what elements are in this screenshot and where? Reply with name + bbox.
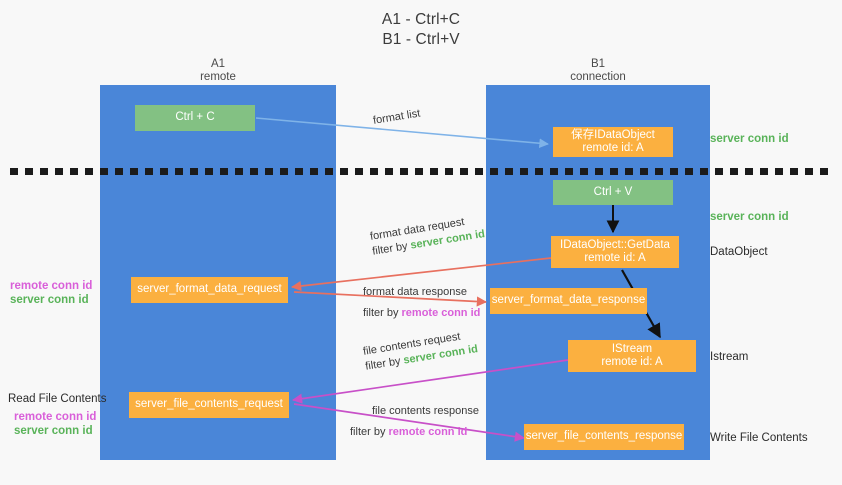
edge-label-format-data-request: format data request filter by server con… — [369, 212, 486, 259]
title-line-1: A1 - Ctrl+C — [381, 11, 461, 28]
edge-label-file-contents-request: file contents request filter by server c… — [362, 327, 479, 374]
column-header-a1: A1 remote — [100, 58, 336, 84]
left-label-server-conn-id-1: server conn id — [10, 294, 89, 306]
node-istream-title: IStream — [611, 342, 653, 355]
edge-label-format-data-response-line1: format data response — [363, 286, 467, 298]
node-server-format-data-request[interactable]: server_format_data_request — [131, 277, 288, 303]
column-a1-name: A1 — [210, 58, 226, 70]
column-a1-sub: remote — [200, 71, 236, 83]
node-server-file-contents-request[interactable]: server_file_contents_request — [129, 392, 289, 418]
column-header-b1: B1 connection — [486, 58, 710, 84]
right-label-dataobject: DataObject — [710, 246, 768, 258]
node-server-file-contents-response[interactable]: server_file_contents_response — [524, 424, 684, 450]
left-label-remote-conn-id-1: remote conn id — [10, 280, 93, 292]
node-save-idataobject[interactable]: 保存IDataObject remote id: A — [553, 127, 673, 157]
right-label-server-conn-id-mid: server conn id — [710, 211, 789, 223]
right-label-write-file-contents: Write File Contents — [710, 432, 808, 444]
node-server-format-data-response-label: server_format_data_response — [491, 294, 646, 307]
edge-label-file-contents-response-line1: file contents response — [372, 405, 480, 417]
edge-label-file-contents-response-highlight: remote conn id — [388, 426, 468, 438]
node-getdata-remote-id: remote id: A — [584, 252, 646, 264]
edge-label-format-data-response-highlight: remote conn id — [401, 307, 481, 319]
node-idataobject-getdata[interactable]: IDataObject::GetData remote id: A — [551, 236, 679, 268]
node-istream[interactable]: IStream remote id: A — [568, 340, 696, 372]
node-server-format-data-response[interactable]: server_format_data_response — [490, 288, 647, 314]
node-server-file-contents-response-label: server_file_contents_response — [525, 430, 683, 443]
diagram-title: A1 - Ctrl+C B1 - Ctrl+V — [0, 10, 842, 50]
node-save-idataobject-remote-id: remote id: A — [582, 142, 644, 154]
edge-label-format-list: format list — [372, 107, 421, 129]
edge-label-file-contents-response-prefix: filter by — [350, 426, 389, 438]
edge-label-file-contents-response: file contents response filter by remote … — [350, 404, 480, 440]
node-ctrl-v[interactable]: Ctrl + V — [553, 180, 673, 205]
edge-label-format-list-text: format list — [372, 107, 422, 127]
left-label-read-file-contents: Read File Contents — [8, 393, 107, 405]
phase-divider — [10, 168, 832, 175]
node-ctrl-c[interactable]: Ctrl + C — [135, 105, 255, 131]
node-getdata-title: IDataObject::GetData — [560, 238, 670, 251]
node-server-format-data-request-label: server_format_data_request — [137, 283, 282, 296]
edge-label-format-data-response-line2: filter by remote conn id — [363, 306, 480, 321]
node-ctrl-c-label: Ctrl + C — [175, 111, 215, 124]
right-label-istream: Istream — [710, 351, 749, 363]
title-line-2: B1 - Ctrl+V — [382, 31, 460, 48]
node-server-file-contents-request-label: server_file_contents_request — [135, 398, 283, 411]
node-save-idataobject-title: 保存IDataObject — [571, 128, 655, 141]
edge-label-format-data-response: format data response filter by remote co… — [363, 285, 480, 321]
left-label-server-conn-id-2: server conn id — [14, 425, 93, 437]
left-label-remote-conn-id-2: remote conn id — [14, 411, 97, 423]
edge-label-format-data-response-prefix: filter by — [363, 307, 402, 319]
column-b1-sub: connection — [570, 71, 626, 83]
right-label-server-conn-id-top: server conn id — [710, 133, 789, 145]
column-b1-name: B1 — [590, 58, 606, 70]
node-ctrl-v-label: Ctrl + V — [593, 185, 633, 198]
edge-label-file-contents-response-line2: filter by remote conn id — [350, 425, 479, 440]
node-istream-remote-id: remote id: A — [601, 356, 663, 368]
